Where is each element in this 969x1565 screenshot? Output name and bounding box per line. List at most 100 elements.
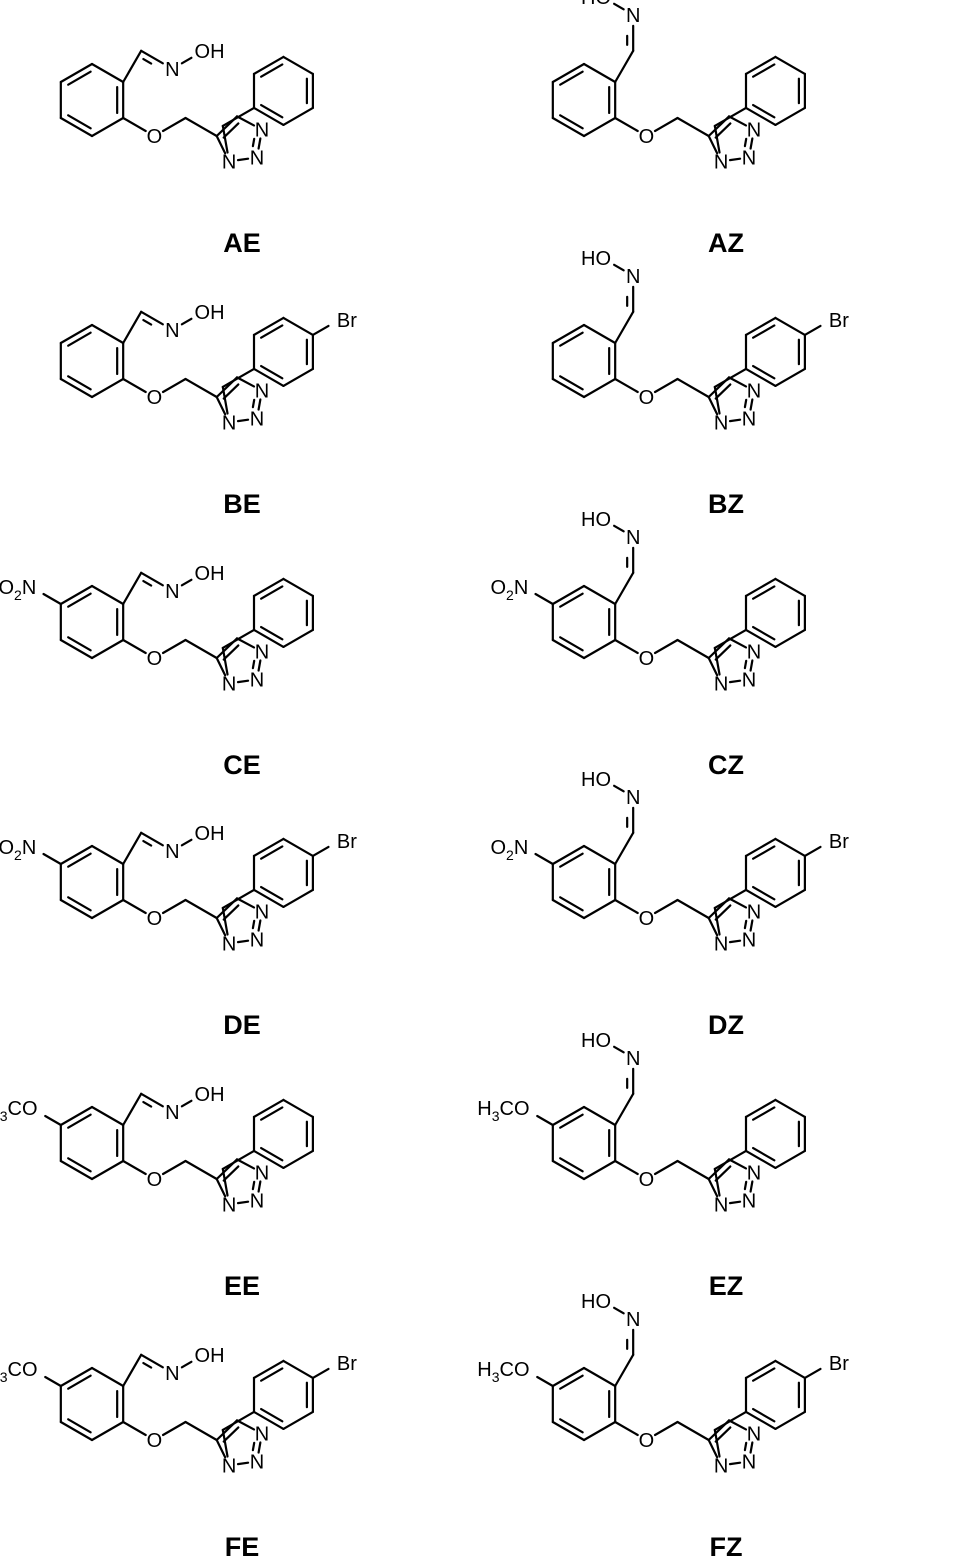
triazole-n3: N [747, 902, 761, 924]
triazole-bond [257, 137, 262, 150]
nitro-bond [534, 592, 554, 605]
triazole-bond [235, 897, 256, 909]
aryl-bond [582, 1366, 617, 1388]
aryl-bond-inner [559, 1157, 584, 1173]
oxime-double-bond [140, 310, 164, 326]
benzyl-aryl-bond [282, 367, 314, 387]
oxime-double-bond [140, 832, 164, 847]
benzyl-aryl-bond [744, 838, 777, 858]
aldoxime-bond [614, 1353, 635, 1388]
benzyl-methylene-bond [713, 907, 721, 936]
benzyl-methylene-bond [713, 646, 721, 676]
triazole-n1: N [222, 673, 236, 695]
aryl-bond [551, 1420, 586, 1442]
aryl-bond [90, 377, 125, 398]
oxime-nitrogen: N [626, 1048, 640, 1070]
bromo-bond [803, 1367, 822, 1380]
compound-label: DE [223, 1010, 261, 1041]
benzyl-bond [221, 106, 256, 128]
triazole-bond [235, 1158, 256, 1170]
oxime-double-bond-second [142, 57, 153, 65]
triazole-n1: N [222, 1455, 236, 1477]
benzyl-aryl-bond-inner [752, 63, 776, 78]
triazole-bond-inner [714, 643, 732, 661]
oxime-nitrogen: N [626, 526, 640, 548]
methoxy-group: H3CO [477, 1098, 529, 1124]
triazole-bond-inner [251, 659, 256, 669]
aryl-bond [59, 323, 94, 344]
aryl-bond [551, 323, 586, 344]
benzyl-aryl-bond-inner [260, 625, 284, 641]
triazole-bond [727, 636, 748, 649]
triazole-n3: N [255, 641, 269, 663]
aryl-bond-inner [559, 70, 584, 86]
triazole-n3: N [747, 641, 761, 663]
aryl-bond-inner [67, 635, 92, 651]
aryl-bond-inner [67, 375, 92, 391]
aryl-bond [90, 1366, 125, 1388]
oxime-n-o-bond [180, 56, 193, 65]
aryl-bond [59, 1420, 94, 1442]
benzyl-aryl-bond [282, 1098, 314, 1119]
triazole-bond-inner [251, 1180, 256, 1191]
benzyl-bond [221, 889, 256, 910]
triazole-bond [749, 1180, 754, 1193]
benzyl-bond [713, 628, 748, 649]
aryl-bond [90, 62, 125, 84]
bromine-atom: Br [829, 310, 849, 332]
nitro-bond [42, 853, 62, 866]
triazole-n2: N [250, 1191, 264, 1213]
benzyl-bond [221, 367, 256, 388]
bromo-bond [311, 324, 330, 336]
aryl-bond [59, 584, 94, 605]
bromine-atom: Br [829, 1353, 849, 1375]
aryl-bond [59, 845, 94, 866]
methoxy-group: H3CO [0, 1098, 38, 1124]
oxime-double-bond-second [142, 840, 153, 848]
aryl-bond-inner [67, 1113, 92, 1129]
benzyl-aryl-bond-inner [260, 1407, 284, 1423]
triazole-n3: N [255, 1163, 269, 1185]
triazole-n3: N [255, 120, 269, 142]
benzyl-aryl-bond [252, 889, 285, 909]
compound-label: AZ [708, 228, 744, 258]
aryl-bond [551, 584, 586, 605]
benzyl-aryl-bond [774, 106, 806, 127]
aryl-bond-inner [559, 375, 584, 391]
benzyl-methylene-bond [221, 124, 229, 154]
aryl-bond [551, 1160, 586, 1181]
hydroxyl-group: HO [581, 508, 611, 530]
triazole-n3: N [747, 1163, 761, 1185]
benzyl-bond [713, 106, 748, 128]
aryl-bond [59, 638, 94, 659]
triazole-bond [257, 919, 262, 933]
benzyl-bond [713, 1149, 748, 1171]
aldoxime-bond [122, 310, 143, 344]
aryl-bond [90, 638, 125, 659]
aryl-bond-inner [67, 592, 92, 608]
ether-oxygen: O [147, 648, 163, 670]
benzyl-aryl-bond [252, 367, 285, 387]
benzyl-aryl-bond [774, 55, 806, 76]
triazole-bond [728, 1461, 742, 1466]
bromo-bond [803, 846, 822, 858]
benzyl-aryl-bond [774, 1098, 806, 1119]
triazole-bond [236, 1200, 250, 1205]
triazole-bond [749, 659, 754, 672]
triazole-bond [707, 134, 719, 155]
triazole-bond-inner [222, 1165, 240, 1182]
triazole-bond [728, 1200, 742, 1205]
triazole-n1: N [222, 934, 236, 956]
ether-methylene-bond [161, 1160, 187, 1176]
ether-oxygen: O [639, 648, 655, 670]
oxime-nitrogen: N [165, 320, 179, 342]
nitro-group: O2N [490, 837, 528, 863]
benzyl-aryl-bond [774, 1359, 806, 1380]
aryl-bond [59, 899, 94, 920]
compound-fe: H3CONOHONNNBrFE [0, 1304, 484, 1564]
